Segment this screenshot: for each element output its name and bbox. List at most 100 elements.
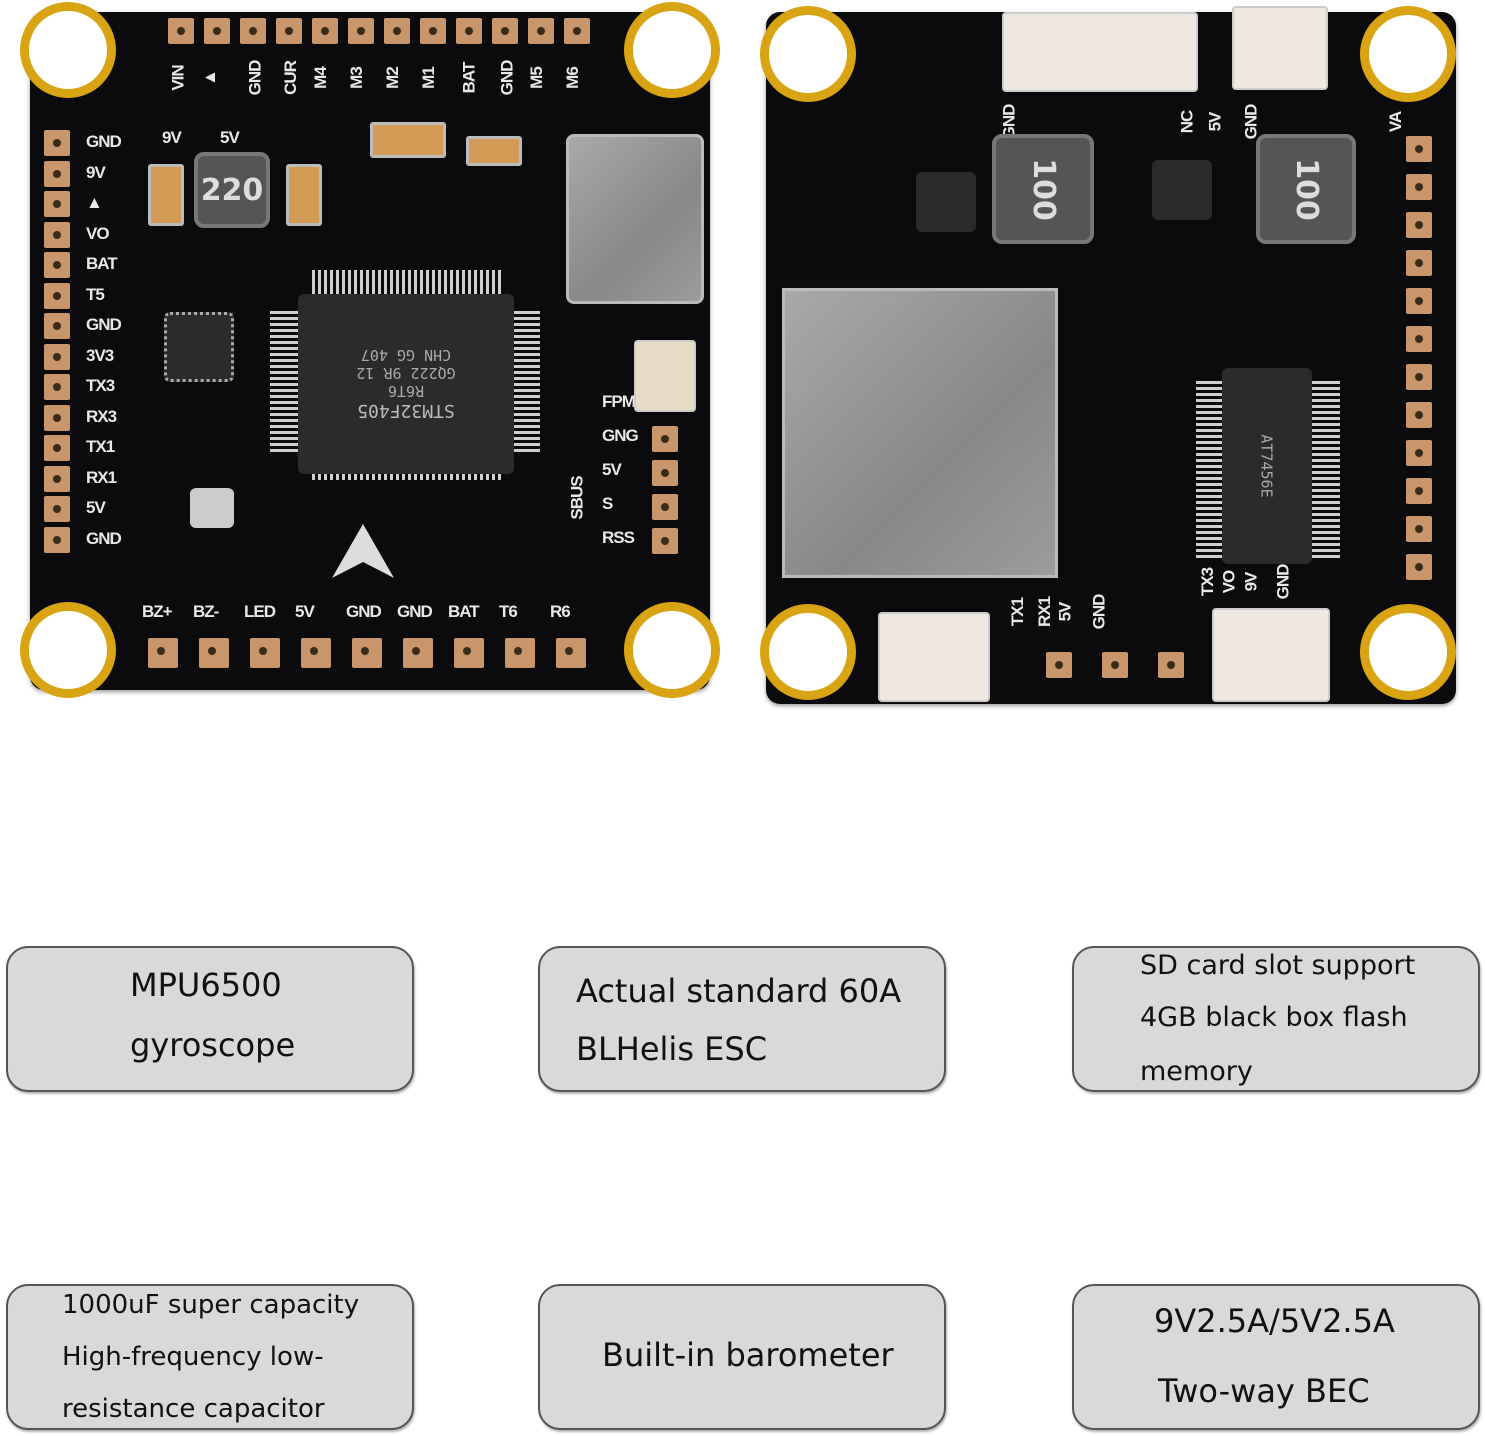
solder-pad: [44, 221, 70, 248]
mounting-hole: [760, 6, 856, 102]
pin-label: LED: [244, 602, 276, 621]
solder-pad: [384, 18, 410, 44]
capacitor: [286, 164, 322, 226]
solder-pad: [1406, 554, 1432, 580]
solder-pad: [44, 496, 70, 522]
pin-label: M6: [562, 67, 582, 89]
solder-pad: [652, 460, 678, 486]
inductor: 220: [194, 152, 270, 228]
pin-label: ▲: [199, 70, 219, 86]
pin-label: GNG: [602, 426, 639, 445]
pin-label: VIN: [168, 65, 188, 91]
pin-label: TX3: [1198, 567, 1218, 597]
pin-label: TX1: [1008, 597, 1028, 627]
solder-pad: [1158, 652, 1184, 678]
boot-button: [634, 340, 696, 412]
regulator-chip: [916, 172, 976, 232]
feature-line: High-frequency low-: [62, 1342, 324, 1372]
osd-chip-label: AT7456E: [1258, 434, 1276, 498]
solder-pad: [652, 494, 678, 520]
pin-label: BZ-: [193, 602, 219, 621]
connector-top-small: [1232, 6, 1328, 90]
mounting-hole: [20, 2, 116, 98]
gyroscope-chip: [164, 312, 234, 382]
regulator-chip: [1152, 160, 1212, 220]
solder-pad: [1406, 402, 1432, 428]
mcu-line: R6T6: [387, 382, 425, 401]
pin-label: M5: [526, 67, 546, 89]
pin-label: BAT: [86, 254, 118, 273]
pin-label: ▲: [86, 193, 103, 212]
feature-line: gyroscope: [130, 1026, 296, 1064]
feature-line: 1000uF super capacity: [62, 1290, 360, 1320]
solder-pad: [44, 160, 70, 187]
solder-pad: [44, 374, 70, 400]
inductor: 100: [1256, 134, 1356, 244]
feature-gyroscope: MPU6500 gyroscope: [6, 946, 414, 1092]
pin-label: 5V: [1055, 602, 1075, 622]
inductor-label: 100: [1025, 157, 1061, 221]
pin-label: M1: [418, 67, 438, 89]
feature-capacitor: 1000uF super capacity High-frequency low…: [6, 1284, 414, 1430]
solder-pad: [1406, 288, 1432, 314]
solder-pad: [564, 18, 590, 44]
mcu-line: GQ222 9R 12: [356, 364, 456, 383]
pin-label: R6: [550, 602, 571, 621]
pin-label: GND: [245, 60, 265, 96]
solder-pad: [1406, 174, 1432, 200]
solder-pad: [44, 313, 70, 339]
pin-label: GND: [86, 528, 122, 548]
mcu-label: STM32F405: [357, 400, 455, 422]
pin-label: 5V: [295, 602, 315, 621]
capacitor: [466, 136, 522, 166]
solder-pad: [1046, 652, 1072, 678]
pin-label: S: [602, 494, 613, 513]
solder-pad: [44, 404, 70, 431]
feature-line: memory: [1140, 1056, 1253, 1087]
solder-pad: [1406, 440, 1432, 466]
pin-label: GND: [397, 602, 433, 621]
solder-pad: [301, 638, 331, 668]
pin-label: RX1: [1035, 596, 1055, 628]
pin-label: 3V3: [86, 345, 114, 365]
pin-label: GND: [346, 602, 382, 621]
pin-label: FPM: [602, 392, 636, 411]
sbus-label: SBUS: [567, 476, 587, 520]
feature-line: MPU6500: [130, 966, 282, 1004]
solder-pad: [44, 130, 70, 156]
solder-pad: [199, 638, 229, 668]
mounting-hole: [760, 604, 856, 700]
solder-pad: [44, 526, 70, 553]
usb-c-port: [566, 134, 704, 304]
pin-label: GND: [497, 60, 517, 96]
mounting-hole: [624, 2, 720, 98]
solder-pad: [276, 18, 302, 44]
solder-pad: [492, 18, 518, 44]
osd-chip: AT7456E: [1222, 368, 1312, 564]
solder-pad: [505, 638, 535, 668]
pin-label: TX1: [86, 437, 115, 456]
solder-pad: [240, 18, 266, 44]
solder-pad: [44, 343, 70, 370]
solder-pad: [652, 426, 678, 452]
solder-pad: [403, 638, 433, 668]
pin-label: 5V: [86, 498, 106, 517]
solder-pad: [1406, 478, 1432, 504]
solder-pad: [44, 191, 70, 217]
feature-bec: 9V2.5A/5V2.5A Two-way BEC: [1072, 1284, 1480, 1430]
pin-label: M3: [346, 67, 366, 89]
pin-label: VO: [1219, 570, 1239, 594]
mounting-hole: [1360, 604, 1456, 700]
solder-pad: [1406, 250, 1432, 276]
mounting-hole: [20, 602, 116, 698]
barometer-chip: [190, 488, 234, 528]
pin-label: GND: [1241, 104, 1261, 140]
solder-pad: [168, 18, 194, 44]
solder-pad: [1406, 212, 1432, 238]
pin-label: 9V: [1241, 572, 1261, 592]
sd-card-slot: [782, 288, 1058, 578]
pin-label: RX3: [86, 406, 117, 426]
solder-pad: [44, 435, 70, 461]
solder-pad: [44, 252, 70, 278]
